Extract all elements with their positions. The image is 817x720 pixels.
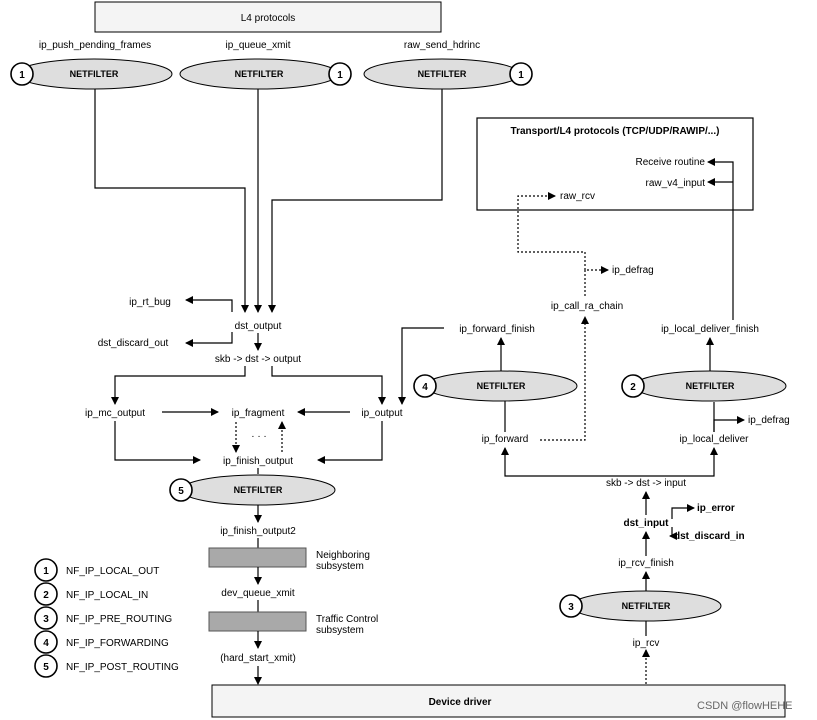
dotted-call-ra-to-defrag (584, 266, 609, 296)
legend-num-2: 2 (43, 590, 49, 601)
legend-label-4: NF_IP_FORWARDING (66, 638, 169, 649)
hook-number-1c: 1 (518, 70, 524, 81)
dotted-to-raw-rcv (517, 192, 586, 270)
label-hard-start-xmit: (hard_start_xmit) (220, 653, 296, 664)
label-ip-fragment: ip_fragment (232, 408, 285, 419)
svg-text:NETFILTER: NETFILTER (418, 69, 467, 79)
label-ip-queue-xmit: ip_queue_xmit (225, 40, 290, 51)
top-to-dst-output-lines (94, 89, 443, 313)
label-ip-output: ip_output (361, 408, 402, 419)
hook-circle-4 (413, 374, 437, 398)
svg-text:NETFILTER: NETFILTER (477, 381, 526, 391)
transport-title: Transport/L4 protocols (TCP/UDP/RAWIP/..… (511, 126, 720, 137)
svg-text:NETFILTER: NETFILTER (686, 381, 735, 391)
netfilter-local-out-3: NETFILTER (363, 58, 521, 90)
label-ip-error: ip_error (697, 503, 735, 514)
label-traffic-control-subsystem: subsystem (316, 625, 364, 636)
legend-label-2: NF_IP_LOCAL_IN (66, 590, 148, 601)
label-neighboring-subsystem: subsystem (316, 561, 364, 572)
legend-num-3: 3 (43, 614, 49, 625)
label-traffic-control: Traffic Control (316, 614, 378, 625)
hook-number-4: 4 (422, 382, 428, 393)
legend-num-4: 4 (43, 638, 49, 649)
label-ip-finish-output2: ip_finish_output2 (220, 526, 296, 537)
netfilter-post-routing: NETFILTER (180, 474, 336, 506)
arrow-to-ip-rt-bug (185, 296, 233, 312)
label-ip-rcv-finish: ip_rcv_finish (618, 558, 674, 569)
label-raw-send-hdrinc: raw_send_hdrinc (404, 40, 480, 51)
label-ip-local-deliver-finish: ip_local_deliver_finish (661, 324, 759, 335)
svg-text:NETFILTER: NETFILTER (70, 69, 119, 79)
label-dst-input: dst_input (624, 518, 670, 529)
hook-number-2: 2 (630, 382, 636, 393)
neighboring-subsystem-box (208, 547, 307, 568)
label-raw-rcv: raw_rcv (560, 191, 595, 202)
label-ip-defrag-top: ip_defrag (612, 265, 654, 276)
hook-circle-1c (509, 62, 533, 86)
label-dst-discard-in: dst_discard_in (674, 531, 745, 542)
label-skb-dst-input: skb -> dst -> input (606, 478, 686, 489)
skb-output-branches (111, 366, 386, 405)
l4-protocols-box (94, 1, 442, 33)
label-ip-finish-output: ip_finish_output (223, 456, 293, 467)
label-ip-local-deliver: ip_local_deliver (680, 434, 750, 445)
hook-number-5: 5 (178, 486, 184, 497)
netfilter-local-out-1: NETFILTER (15, 58, 173, 90)
label-neighboring: Neighboring (316, 550, 370, 561)
watermark: CSDN @flowHEHE (697, 700, 793, 712)
svg-text:NETFILTER: NETFILTER (235, 69, 284, 79)
arrow-forward-finish-to-ip-output (398, 327, 444, 405)
arrow-to-dst-discard-out (185, 332, 233, 347)
label-ip-rt-bug: ip_rt_bug (129, 297, 171, 308)
label-ip-forward: ip_forward (482, 434, 529, 445)
legend: 1 NF_IP_LOCAL_OUT 2 NF_IP_LOCAL_IN 3 NF_… (34, 558, 179, 678)
to-finish-output-lines (114, 421, 383, 464)
label-ip-call-ra-chain: ip_call_ra_chain (551, 301, 623, 312)
dotted-forward-to-call-ra (540, 316, 589, 441)
hook-number-1: 1 (19, 70, 25, 81)
arrow-to-ip-defrag (713, 416, 745, 432)
label-ip-rcv: ip_rcv (633, 638, 660, 649)
label-ip-forward-finish: ip_forward_finish (459, 324, 535, 335)
label-device-driver: Device driver (429, 697, 492, 708)
local-deliver-finish-up-lines (707, 158, 734, 320)
skb-input-branches (501, 447, 718, 477)
hook-circle-3 (559, 594, 583, 618)
label-skb-dst-output: skb -> dst -> output (215, 354, 301, 365)
label-ip-defrag: ip_defrag (748, 415, 790, 426)
legend-num-1: 1 (43, 566, 49, 577)
label-dst-discard-out: dst_discard_out (98, 338, 169, 349)
device-driver-box (211, 684, 786, 718)
hook-circle-2 (621, 374, 645, 398)
hook-circle-1b (328, 62, 352, 86)
hook-circle-1 (10, 62, 34, 86)
netfilter-local-in: NETFILTER (633, 370, 787, 402)
arrow-to-dst-discard-in (669, 527, 677, 540)
hook-circle-5 (169, 478, 193, 502)
legend-num-5: 5 (43, 662, 49, 673)
svg-text:NETFILTER: NETFILTER (234, 485, 283, 495)
legend-label-5: NF_IP_POST_ROUTING (66, 662, 179, 673)
l4-protocols-title: L4 protocols (241, 13, 295, 24)
netfilter-forwarding: NETFILTER (424, 370, 578, 402)
traffic-control-box (208, 611, 307, 632)
label-ip-mc-output: ip_mc_output (85, 408, 145, 419)
hook-number-1b: 1 (337, 70, 343, 81)
label-dev-queue-xmit: dev_queue_xmit (221, 588, 295, 599)
arrow-to-ip-error (671, 504, 695, 519)
netfilter-pre-routing: NETFILTER (570, 590, 722, 622)
netfilter-local-out-2: NETFILTER (179, 58, 339, 90)
label-dst-output: dst_output (235, 321, 282, 332)
hook-number-3: 3 (568, 602, 574, 613)
legend-label-1: NF_IP_LOCAL_OUT (66, 566, 159, 577)
legend-label-3: NF_IP_PRE_ROUTING (66, 614, 172, 625)
svg-text:NETFILTER: NETFILTER (622, 601, 671, 611)
label-receive-routine: Receive routine (636, 157, 706, 168)
label-ip-push-pending-frames: ip_push_pending_frames (39, 40, 151, 51)
fragment-dots: · · · (251, 431, 267, 442)
fragment-dotted-lines (232, 421, 286, 453)
label-raw-v4-input: raw_v4_input (646, 178, 706, 189)
